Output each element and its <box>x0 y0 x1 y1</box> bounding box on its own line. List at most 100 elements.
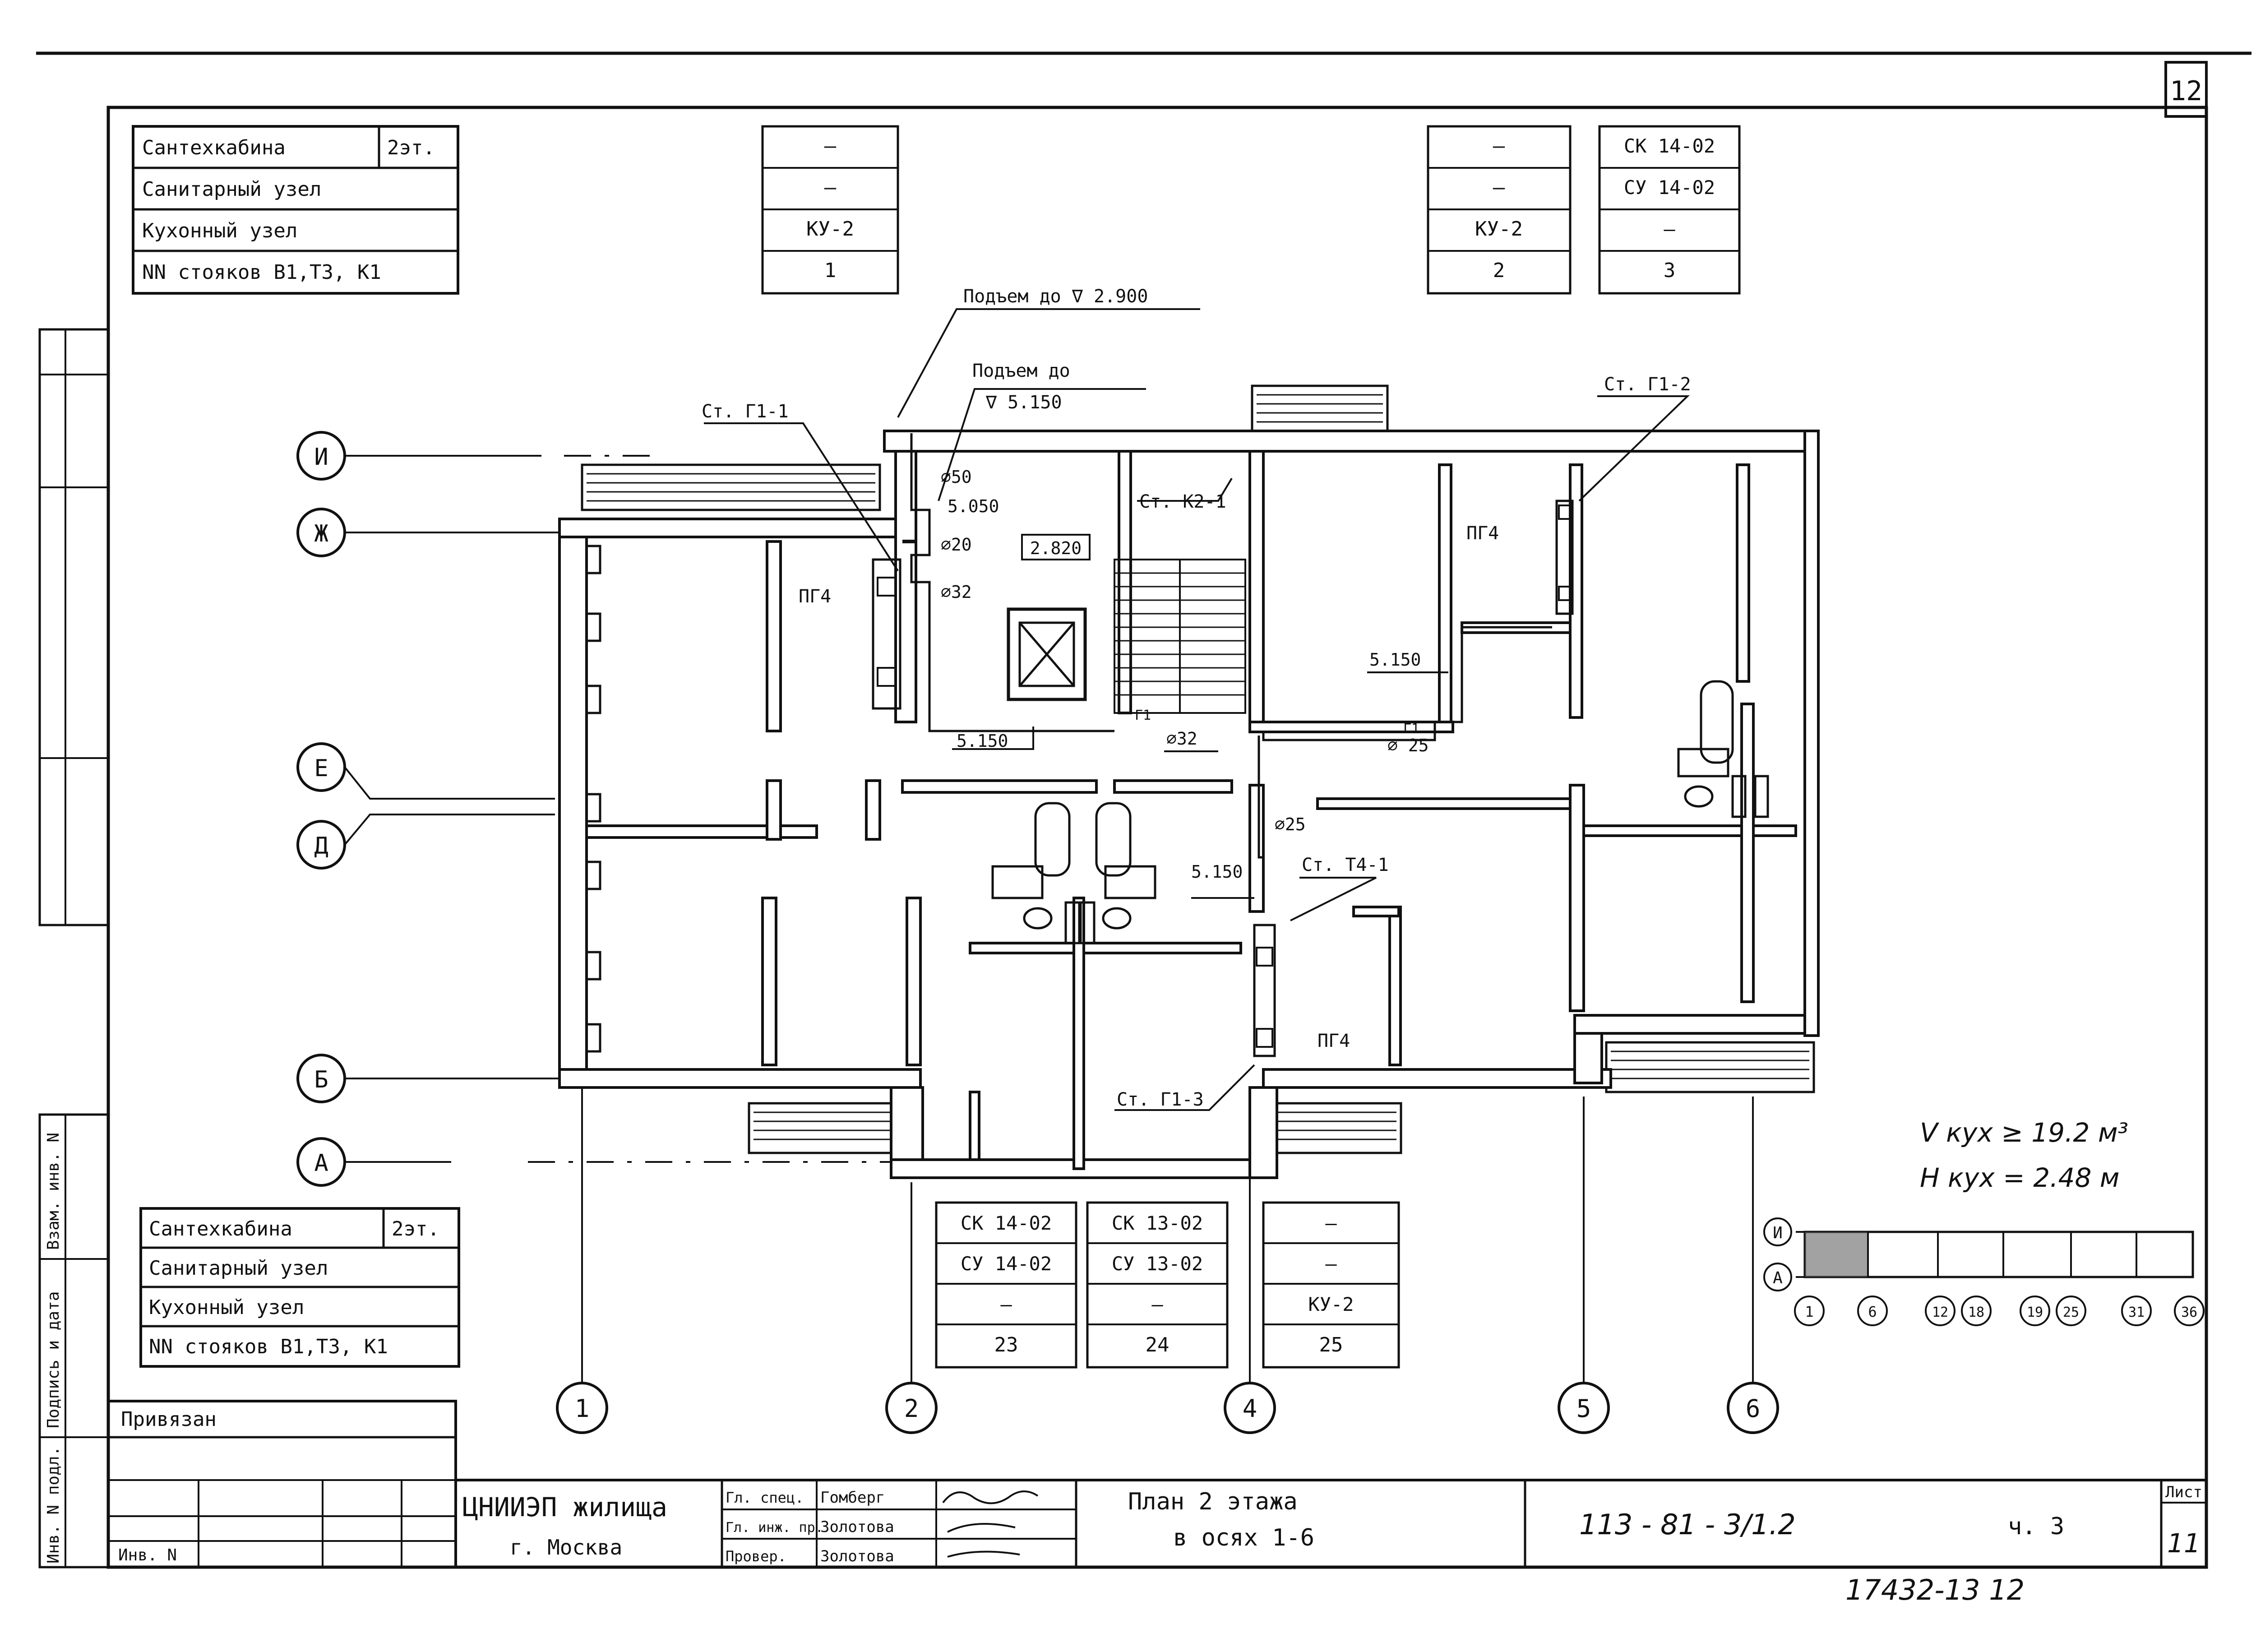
org-city: г. Москва <box>510 1535 622 1559</box>
key-col: 31 <box>2128 1305 2145 1320</box>
table-row-kukhnya: Кухонный узел <box>149 1296 304 1319</box>
label-pg4: ПГ4 <box>799 586 831 607</box>
axis-label-5: 5 <box>1576 1394 1591 1423</box>
label-level-5150-a: 5.150 <box>957 731 1008 751</box>
key-row-a: А <box>1773 1269 1783 1287</box>
riser-table-23: СК 14-02 СУ 14-02 — 23 <box>935 1201 1077 1369</box>
table-row-santekh: Сантехкабина <box>142 136 286 159</box>
label-pg4: ПГ4 <box>1466 523 1499 544</box>
archive-stamp: 17432-13 12 <box>1845 1573 2025 1606</box>
name-zolotova: Золотова <box>820 1547 894 1565</box>
riser-cell: СК 14-02 <box>961 1212 1052 1234</box>
riser-cell: СК 14-02 <box>1624 135 1715 157</box>
leader-lines <box>704 308 1690 1111</box>
riser-table-1: — — КУ-2 1 <box>761 125 899 295</box>
gas-pipes <box>902 433 1552 907</box>
axis-letters: И Ж Е Д Б А <box>296 431 898 1187</box>
riser-cell: СУ 14-02 <box>1624 176 1715 199</box>
riser-cell: 24 <box>1146 1333 1170 1356</box>
key-col: 25 <box>2063 1305 2079 1320</box>
label-st-g1-1: Ст. Г1-1 <box>702 401 789 422</box>
label-podem-5150-level: ∇ 5.150 <box>985 392 1062 413</box>
riser-cell: — <box>1664 218 1675 240</box>
riser-table-3: СК 14-02 СУ 14-02 — 3 <box>1598 125 1741 295</box>
label-level-5150-c: 5.150 <box>1191 862 1243 882</box>
label-st-g1-2: Ст. Г1-2 <box>1604 374 1691 395</box>
side-label-invpodl: Инв. N подл. <box>44 1446 63 1564</box>
sheet-title-1: План 2 этажа <box>1128 1488 1298 1515</box>
key-col: 1 <box>1805 1303 1813 1320</box>
key-plan: И А 1 6 12 18 19 25 31 36 <box>1763 1217 2205 1326</box>
kitchen-equipment <box>872 500 1574 1057</box>
title-block: Привязан Инв. N ЦНИИЭП жилища г. Москва … <box>107 1400 2208 1569</box>
org-name: ЦНИИЭП жилища <box>462 1492 667 1522</box>
riser-cell: — <box>824 134 837 157</box>
axis-label-2: 2 <box>904 1394 919 1423</box>
role-gl-inzh: Гл. инж. пр. <box>726 1520 823 1536</box>
riser-cell: — <box>1493 176 1505 199</box>
table-row-sanuzel: Санитарный узел <box>142 178 321 201</box>
axis-label-1: 1 <box>575 1394 590 1423</box>
sheet-title-2: в осях 1-6 <box>1173 1524 1314 1551</box>
riser-table-2: — — КУ-2 2 <box>1427 125 1572 295</box>
label-d20: ⌀20 <box>941 535 972 555</box>
riser-cell: 3 <box>1664 259 1676 282</box>
floor-plan <box>558 384 1820 1179</box>
label-d32b: ⌀32 <box>1166 729 1197 749</box>
list-label: Лист <box>2165 1483 2202 1501</box>
table-top-left: Сантехкабина 2эт. Санитарный узел Кухонн… <box>132 125 459 295</box>
label-st-g1-3: Ст. Г1-3 <box>1117 1089 1204 1110</box>
axis-label-6: 6 <box>1746 1394 1761 1423</box>
key-col: 36 <box>2181 1305 2197 1320</box>
key-col: 6 <box>1868 1303 1877 1320</box>
key-col: 12 <box>1932 1305 1948 1320</box>
label-g1: Г1 <box>1403 721 1419 737</box>
riser-cell: 2 <box>1493 259 1505 282</box>
axis-label-e: Е <box>314 755 328 782</box>
riser-cell: — <box>1325 1253 1337 1275</box>
label-d25b: ⌀25 <box>1275 814 1306 834</box>
axis-label-4: 4 <box>1243 1394 1257 1423</box>
balcony <box>748 1102 899 1154</box>
label-d32a: ⌀32 <box>941 582 972 602</box>
riser-cell: СУ 14-02 <box>961 1253 1052 1275</box>
privyazan-label: Привязан <box>121 1408 217 1431</box>
side-strip: Взам. инв. N Подпись и дата Инв. N подл. <box>38 328 110 1569</box>
table-row-stoyaki: NN стояков В1,Т3, К1 <box>149 1335 388 1358</box>
axis-label-b: Б <box>314 1066 328 1093</box>
list-number: 11 <box>2167 1528 2201 1559</box>
label-st-k2-1: Ст. К2-1 <box>1139 491 1226 512</box>
table-floor: 2эт. <box>392 1217 439 1240</box>
table-bottom-left: Сантехкабина 2эт. Санитарный узел Кухонн… <box>139 1207 460 1368</box>
label-level-5150-b: 5.150 <box>1369 650 1421 670</box>
riser-cell: 1 <box>824 259 837 282</box>
label-st-t4-1: Ст. Т4-1 <box>1302 855 1389 875</box>
riser-cell: — <box>1493 134 1505 157</box>
inv-n-label: Инв. N <box>118 1546 177 1564</box>
corner-number: 12 <box>2170 75 2202 107</box>
signature <box>942 1490 1039 1558</box>
riser-cell: СУ 13-02 <box>1112 1253 1203 1275</box>
key-col: 18 <box>1968 1305 1984 1320</box>
label-pg4: ПГ4 <box>1318 1031 1350 1051</box>
plan-labels: Подъем до ∇ 2.900 Подъем до ∇ 5.150 Ст. … <box>702 286 1691 1110</box>
label-level-5050: 5.050 <box>948 496 999 516</box>
doc-code: 113 - 81 - 3/1.2 <box>1579 1508 1796 1541</box>
table-row-sanuzel: Санитарный узел <box>149 1257 328 1280</box>
name-zolotova: Золотова <box>820 1518 894 1536</box>
name-gomberg: Гомберг <box>820 1489 885 1507</box>
riser-cell: КУ-2 <box>806 217 854 241</box>
side-label-podpis: Подпись и дата <box>44 1291 63 1428</box>
balcony <box>581 463 881 511</box>
riser-cell: 25 <box>1319 1333 1343 1356</box>
label-d50: ⌀50 <box>941 467 972 487</box>
label-podem-5150: Подъем до <box>972 361 1070 381</box>
balcony <box>1251 384 1389 432</box>
side-label-vzam: Взам. инв. N <box>44 1133 63 1250</box>
doc-part: ч. 3 <box>2008 1513 2064 1540</box>
riser-table-24: СК 13-02 СУ 13-02 — 24 <box>1086 1201 1229 1369</box>
riser-cell: — <box>824 176 837 199</box>
riser-cell: СК 13-02 <box>1112 1212 1203 1234</box>
label-podem-2900: Подъем до ∇ 2.900 <box>963 286 1148 307</box>
